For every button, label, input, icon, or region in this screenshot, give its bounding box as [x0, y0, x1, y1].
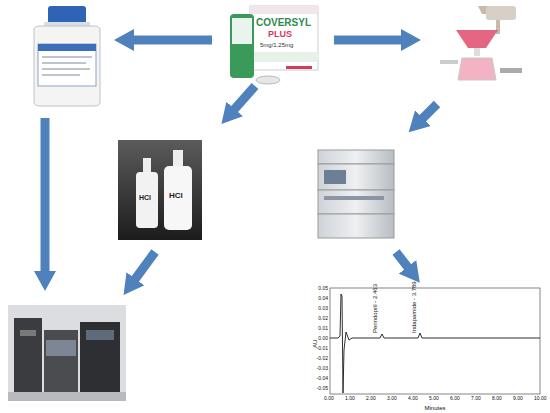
tick-label: 0.01 — [307, 326, 328, 331]
axis-title: Minutes — [424, 405, 445, 411]
tick-label: 0.05 — [307, 286, 328, 291]
tick-label: 0.00 — [307, 336, 328, 341]
tick-label: 3.00 — [387, 396, 397, 401]
tick-label: 0.03 — [307, 306, 328, 311]
tick-label: 10.00 — [534, 396, 547, 401]
tick-label: 4.00 — [408, 396, 418, 401]
tick-label: 2.00 — [366, 396, 376, 401]
drug-package — [230, 6, 318, 84]
hplc-instrument — [318, 150, 394, 238]
bottle-label: HCl — [169, 192, 183, 200]
tick-label: -0.05 — [307, 386, 328, 391]
tick-label: 0.02 — [307, 316, 328, 321]
uplc-instrument — [8, 305, 126, 401]
tick-label: 6.00 — [450, 396, 460, 401]
tick-label: 5.00 — [429, 396, 439, 401]
peak-label: Indapamide - 3.789 — [411, 281, 417, 333]
tick-label: -0.01 — [307, 346, 328, 351]
tick-label: 9.00 — [513, 396, 523, 401]
filtration-setup — [440, 6, 522, 80]
tick-label: -0.04 — [307, 376, 328, 381]
peak-label: Perindopril - 2.463 — [372, 284, 378, 333]
tick-label: 8.00 — [492, 396, 502, 401]
tick-label: 7.00 — [471, 396, 481, 401]
tick-label: 1.00 — [345, 396, 355, 401]
tick-label: -0.02 — [307, 356, 328, 361]
tick-label: 0.00 — [324, 396, 334, 401]
chromatogram — [330, 288, 540, 394]
tick-label: -0.03 — [307, 366, 328, 371]
bottle-label: HCl — [139, 194, 151, 201]
hcl-bottles — [118, 140, 202, 240]
package-text: COVERSYL — [256, 18, 311, 28]
reagent-bottle — [34, 6, 100, 106]
tick-label: 0.04 — [307, 296, 328, 301]
package-text: 5mg/1.25mg — [260, 42, 293, 48]
package-text: PLUS — [268, 30, 292, 39]
